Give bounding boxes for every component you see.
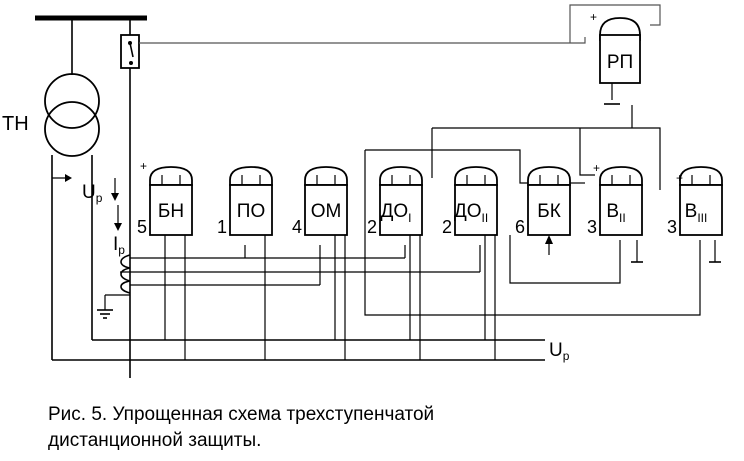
relay-po-label: ПО <box>237 201 265 222</box>
tn-label: ТН <box>2 113 29 135</box>
relay-do1-label: ДОI <box>381 201 412 225</box>
figure-caption: Рис. 5. Упрощенная схема трехступенчатой… <box>48 402 698 454</box>
relay-v2-number: 3 <box>587 217 597 237</box>
plus-sign-0: + <box>140 159 147 173</box>
relay-do2-number: 2 <box>442 217 452 237</box>
relay-bk-number: 6 <box>515 217 525 237</box>
relay-v3-number: 3 <box>667 217 677 237</box>
relay-bn-number: 5 <box>137 217 147 237</box>
caption-line-2: дистанционной защиты. <box>48 430 262 451</box>
caption-line-1: Рис. 5. Упрощенная схема трехступенчатой <box>48 404 435 425</box>
current-transformer: Iр <box>97 205 155 319</box>
relay-bk: БК 6 <box>515 166 571 237</box>
rp-plus-sign: + <box>590 10 597 24</box>
voltage-transformer: ТН <box>2 18 100 360</box>
relay-v2-label: ВII <box>606 201 625 225</box>
relay-om-number: 4 <box>292 217 302 237</box>
relay-po: ПО 1 <box>217 166 273 237</box>
relay-bn-label: БН <box>158 201 184 222</box>
up-bus-label: Uр <box>549 340 570 363</box>
up-left-label: Uр <box>82 182 103 205</box>
voltage-arrows: Uр <box>52 174 119 205</box>
relay-do1-number: 2 <box>367 217 377 237</box>
relay-om: ОМ 4 <box>292 166 348 237</box>
relay-do2-label: ДОII <box>454 201 488 225</box>
relay-rp-label: РП <box>607 52 633 73</box>
plus-sign-2: + <box>676 171 683 185</box>
relay-v3-label: ВIII <box>685 201 708 225</box>
relay-bk-label: БК <box>537 201 561 222</box>
relay-po-number: 1 <box>217 217 227 237</box>
relay-bn: БН 5 <box>137 166 193 237</box>
relay-v3: ВIII 3 <box>667 166 723 237</box>
relay-om-label: ОМ <box>311 201 342 222</box>
plus-sign-1: + <box>593 161 600 175</box>
ip-label: Iр <box>113 234 125 257</box>
relay-v2: ВII 3 <box>587 166 643 237</box>
disconnector-switch <box>120 34 140 69</box>
relay-rp: РП + <box>569 4 661 105</box>
